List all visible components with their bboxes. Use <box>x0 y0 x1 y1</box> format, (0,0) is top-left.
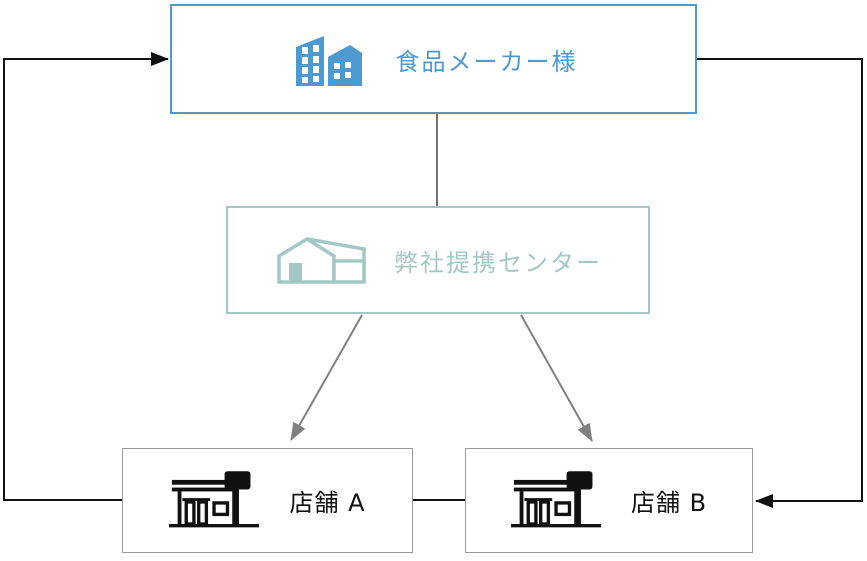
edge-maker-to-store-b <box>697 58 863 508</box>
office-buildings-icon <box>290 32 368 86</box>
node-store-b: 店舗 B <box>465 448 753 553</box>
storefront-icon <box>510 470 603 531</box>
warehouse-icon <box>274 235 366 285</box>
storefront-icon <box>169 470 261 531</box>
edge-center-to-store-a <box>290 314 363 441</box>
node-partner-center: 弊社提携センター <box>226 206 650 314</box>
edge-center-to-store-b <box>520 314 593 442</box>
node-label: 食品メーカー様 <box>395 47 578 76</box>
edge-store-a-to-maker <box>3 52 169 501</box>
node-food-maker: 食品メーカー様 <box>170 4 697 114</box>
node-label: 店舗 A <box>289 489 366 517</box>
node-label: 店舗 B <box>630 489 708 517</box>
node-label: 弊社提携センター <box>394 248 602 277</box>
node-store-a: 店舗 A <box>122 448 413 553</box>
